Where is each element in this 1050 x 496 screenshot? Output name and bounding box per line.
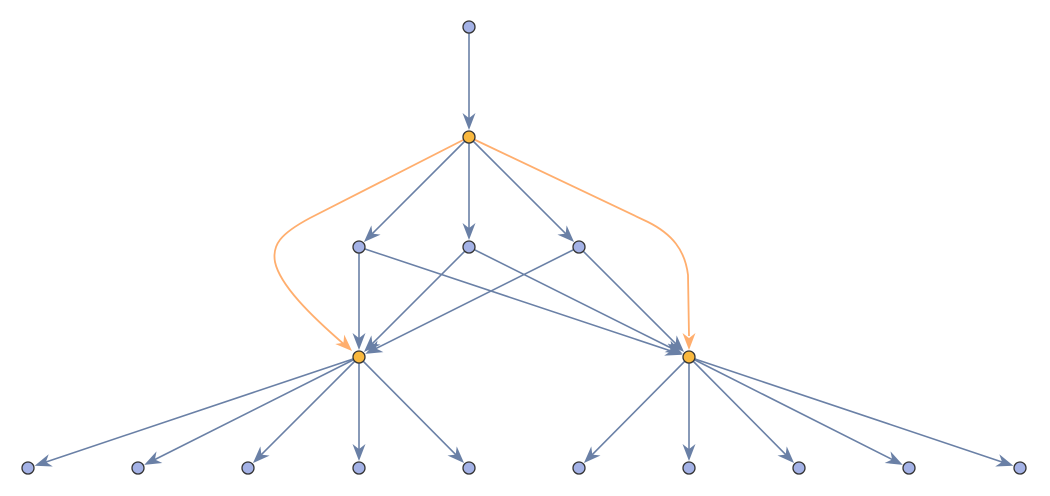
arrowhead-c1-d1	[34, 454, 53, 467]
node-c2[interactable]	[682, 350, 696, 364]
arrowhead-c2-e5	[995, 454, 1014, 467]
node-b3[interactable]	[572, 240, 586, 254]
node-e1[interactable]	[572, 461, 586, 475]
edge-c2-e4	[688, 356, 895, 462]
highlight-arrowhead-a-c1	[335, 334, 352, 351]
node-b2[interactable]	[462, 240, 476, 254]
edge-c2-e5	[688, 356, 1005, 464]
node-a[interactable]	[462, 130, 476, 144]
edge-b3-c1	[373, 246, 580, 351]
edges-layer	[34, 27, 1014, 467]
highlight-edge-a-c1	[273, 136, 470, 347]
arrowhead-c1-d2	[144, 451, 163, 465]
edge-a-b3	[468, 136, 568, 236]
arrowhead-b1-c1	[352, 333, 366, 350]
edge-c1-d3	[259, 356, 360, 457]
node-d3[interactable]	[241, 461, 255, 475]
edge-a-b1	[370, 136, 470, 236]
arrowhead-c2-e1	[583, 446, 601, 464]
arrowhead-c1-d4	[352, 444, 366, 461]
arrowhead-r-a	[462, 113, 476, 130]
node-d5[interactable]	[462, 461, 476, 475]
arrowhead-b3-c1	[365, 340, 384, 354]
arrowhead-c1-d5	[447, 446, 465, 464]
node-d4[interactable]	[352, 461, 366, 475]
node-e3[interactable]	[792, 461, 806, 475]
node-d2[interactable]	[131, 461, 145, 475]
arrowhead-c2-e3	[777, 446, 795, 464]
arrowhead-c2-e4	[884, 451, 903, 465]
node-e4[interactable]	[902, 461, 916, 475]
node-c1[interactable]	[352, 350, 366, 364]
node-e2[interactable]	[682, 461, 696, 475]
arrowhead-b2-c1	[363, 335, 381, 353]
edge-b1-c2	[358, 246, 674, 353]
edge-c2-e3	[688, 356, 788, 457]
node-r[interactable]	[462, 20, 476, 34]
edge-c1-d2	[152, 356, 360, 462]
edge-c1-d5	[358, 356, 458, 457]
arrowhead-a-b1	[363, 225, 381, 243]
edge-c2-e1	[590, 356, 690, 457]
edge-c1-d1	[43, 356, 360, 464]
arrowhead-c2-e2	[682, 444, 696, 461]
highlight-edge-a-c2	[468, 136, 690, 337]
arrowhead-a-b2	[462, 223, 476, 240]
edge-b3-c2	[578, 246, 678, 346]
arrowhead-a-b3	[557, 225, 575, 243]
arrowhead-b3-c2	[667, 335, 685, 353]
edge-b2-c2	[468, 246, 675, 351]
edge-b2-c1	[370, 246, 470, 346]
arrowhead-c1-d3	[252, 446, 270, 464]
node-e5[interactable]	[1013, 461, 1027, 475]
node-d1[interactable]	[21, 461, 35, 475]
node-b1[interactable]	[352, 240, 366, 254]
highlight-arrowhead-a-c2	[682, 333, 696, 350]
nodes-layer	[21, 20, 1027, 475]
